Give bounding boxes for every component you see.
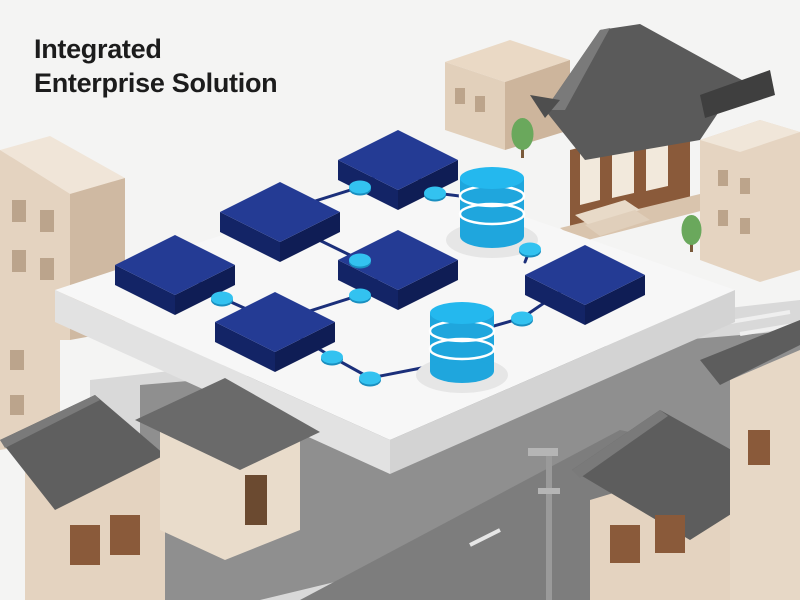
building-right (700, 120, 800, 282)
tree-icon (511, 118, 702, 252)
building-left-low (0, 318, 60, 450)
title-line-2: Enterprise Solution (34, 68, 278, 98)
connector-node-icon (211, 291, 233, 307)
databases (416, 167, 538, 393)
hanok-building-top (530, 24, 775, 242)
server-module-icon (525, 245, 645, 325)
connector-node-icon (349, 180, 371, 196)
connector-node-icon (519, 242, 541, 258)
street-lamp-icon (528, 448, 560, 600)
connector-node-icon (359, 371, 381, 387)
building-back-right (445, 40, 570, 150)
page-title: Integrated Enterprise Solution (34, 32, 278, 100)
connector-node-icon (321, 350, 343, 366)
server-modules (115, 130, 645, 372)
server-module-icon (215, 292, 335, 372)
connector-node-icon (349, 288, 371, 304)
title-line-1: Integrated (34, 34, 162, 64)
server-module-icon (115, 235, 235, 315)
connector-node-icon (349, 253, 371, 269)
building-bottom-left (0, 395, 165, 600)
server-module-icon (338, 230, 458, 310)
database-icon (446, 167, 538, 258)
building-far-right (700, 320, 800, 600)
database-icon (416, 302, 508, 393)
connector-node-icon (424, 186, 446, 202)
connector-node-icon (511, 311, 533, 327)
building-bottom-center (135, 378, 320, 560)
server-module-icon (220, 182, 340, 262)
connector-nodes (211, 180, 541, 387)
